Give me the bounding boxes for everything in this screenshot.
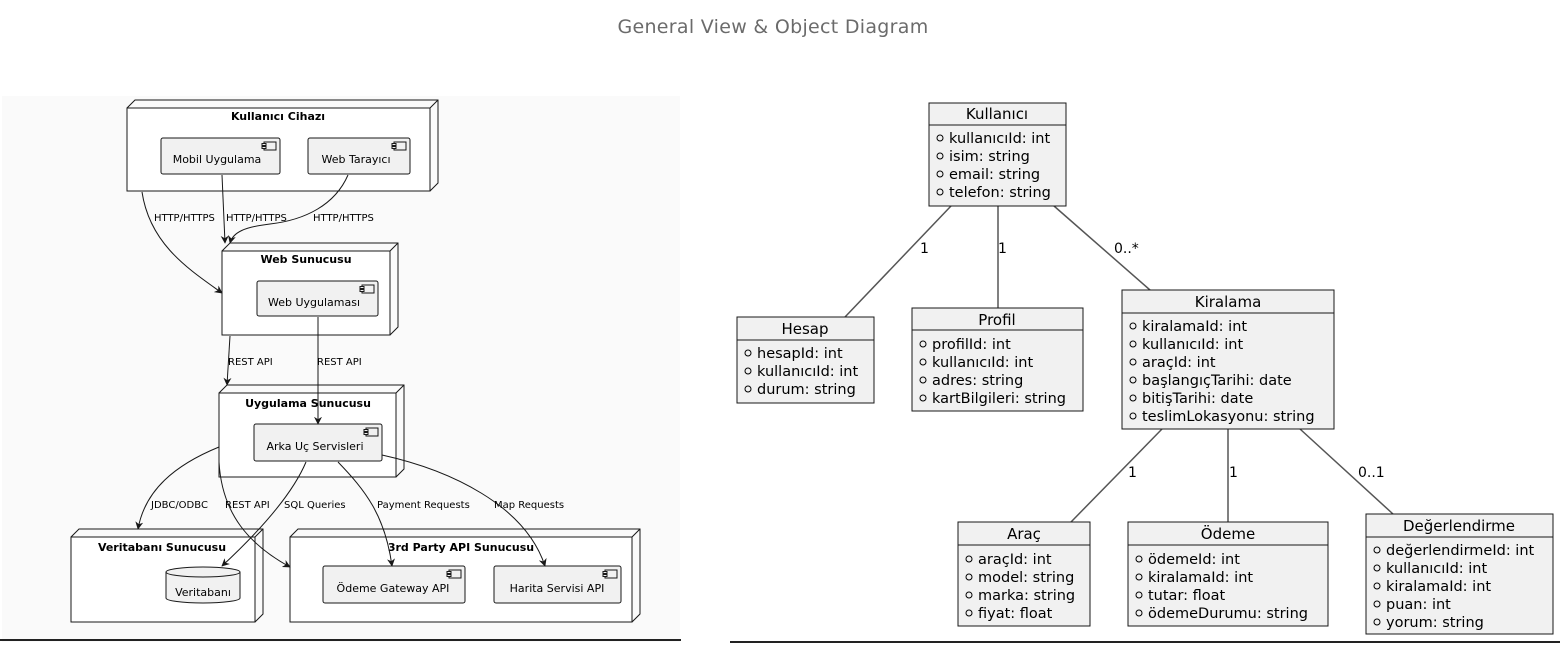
- edge-mobile-to-webserver: [220, 174, 229, 244]
- class-profil-name: Profil: [978, 311, 1015, 329]
- component-map-api: Harita Servisi API: [493, 565, 622, 604]
- class-kiralama-attr: kiralamaId: int: [1142, 319, 1247, 335]
- node-user-device-label: Kullanıcı Cihazı: [231, 110, 325, 123]
- class-arac-attr: model: string: [978, 570, 1074, 586]
- class-kiralama-name: Kiralama: [1195, 293, 1262, 311]
- class-hesap-attr: kullanıcıId: int: [757, 364, 858, 380]
- class-hesap-name: Hesap: [781, 320, 828, 338]
- assoc-kullanici-hesap: [844, 205, 952, 318]
- class-associations: [844, 205, 1394, 523]
- class-arac-attr: marka: string: [978, 588, 1075, 604]
- class-degerlendirme-name: Değerlendirme: [1403, 517, 1515, 535]
- class-kullanici: Kullanıcı kullanıcıId: int isim: string …: [928, 102, 1067, 207]
- class-odeme-attr: ödemeId: int: [1148, 552, 1240, 568]
- edge-webserver-to-appserver: [223, 335, 232, 386]
- component-web-browser: Web Tarayıcı: [307, 137, 411, 175]
- edge-browser-to-webserver: [228, 174, 349, 244]
- class-arac-attr: araçId: int: [978, 552, 1052, 568]
- component-web-browser-label: Web Tarayıcı: [321, 153, 390, 166]
- node-db-server-label: Veritabanı Sunucusu: [98, 541, 226, 554]
- class-kiralama-attr: bitişTarihi: date: [1142, 391, 1253, 407]
- class-kiralama-attr: başlangıçTarihi: date: [1142, 373, 1292, 389]
- class-profil-attr: profilId: int: [932, 337, 1011, 353]
- class-hesap: Hesap hesapId: int kullanıcıId: int duru…: [736, 316, 875, 404]
- class-degerlendirme: Değerlendirme değerlendirmeId: int kulla…: [1365, 513, 1554, 635]
- deployment-diagram: Kullanıcı Cihazı Mobil Uygulama Web Tara…: [70, 99, 641, 623]
- class-degerlendirme-attr: puan: int: [1386, 597, 1451, 613]
- edge-label-http-1: HTTP/HTTPS: [154, 213, 215, 224]
- class-arac: Araç araçId: int model: string marka: st…: [957, 521, 1091, 627]
- component-database: Veritabanı: [165, 566, 241, 604]
- component-database-label: Veritabanı: [175, 586, 231, 599]
- edge-appserver-to-db: [135, 446, 220, 530]
- component-backend: Arka Uç Servisleri: [253, 423, 383, 462]
- component-mobile-app: Mobil Uygulama: [160, 137, 281, 175]
- component-backend-label: Arka Uç Servisleri: [266, 440, 363, 453]
- class-hesap-attr: durum: string: [757, 382, 856, 398]
- edge-label-rest-1: REST API: [228, 357, 273, 368]
- edge-label-rest-3: REST API: [225, 500, 270, 511]
- class-odeme-attr: ödemeDurumu: string: [1148, 606, 1308, 622]
- class-degerlendirme-attr: değerlendirmeId: int: [1386, 543, 1535, 559]
- component-payment-api: Ödeme Gateway API: [322, 565, 466, 604]
- page-title: General View & Object Diagram: [617, 16, 929, 38]
- mult-kiralama-odeme: 1: [1229, 465, 1238, 481]
- class-odeme-attr: kiralamaId: int: [1148, 570, 1253, 586]
- assoc-kullanici-kiralama: [1053, 205, 1151, 291]
- edge-label-payment: Payment Requests: [377, 500, 470, 511]
- assoc-kiralama-arac: [1070, 428, 1163, 523]
- class-profil-attr: adres: string: [932, 373, 1023, 389]
- class-odeme-attr: tutar: float: [1148, 588, 1226, 604]
- class-degerlendirme-attr: yorum: string: [1386, 615, 1484, 631]
- class-kullanici-attr: email: string: [949, 167, 1040, 183]
- component-payment-api-label: Ödeme Gateway API: [337, 582, 450, 595]
- component-web-app-label: Web Uygulaması: [268, 296, 360, 309]
- class-odeme-name: Ödeme: [1201, 524, 1255, 543]
- component-map-api-label: Harita Servisi API: [510, 582, 605, 595]
- mult-kiralama-arac: 1: [1128, 465, 1137, 481]
- edge-label-map: Map Requests: [494, 500, 564, 511]
- assoc-kiralama-degerlendirme: [1299, 428, 1394, 515]
- edge-backend-payment: [337, 461, 395, 567]
- class-hesap-attr: hesapId: int: [757, 346, 843, 362]
- class-odeme: Ödeme ödemeId: int kiralamaId: int tutar…: [1127, 521, 1329, 627]
- class-profil: Profil profilId: int kullanıcıId: int ad…: [911, 307, 1084, 412]
- mult-kullanici-hesap: 1: [920, 241, 929, 257]
- component-mobile-app-label: Mobil Uygulama: [173, 153, 262, 166]
- class-arac-name: Araç: [1007, 525, 1041, 543]
- edge-device-to-webserver: [141, 191, 223, 294]
- mult-kiralama-degerlendirme: 0..1: [1358, 465, 1385, 481]
- class-profil-attr: kartBilgileri: string: [932, 391, 1066, 407]
- class-kullanici-name: Kullanıcı: [966, 105, 1028, 123]
- class-kullanici-attr: isim: string: [949, 149, 1030, 165]
- class-kiralama: Kiralama kiralamaId: int kullanıcıId: in…: [1121, 289, 1335, 430]
- node-third-party-label: 3rd Party API Sunucusu: [388, 541, 534, 554]
- class-kullanici-attr: telefon: string: [949, 185, 1051, 201]
- edge-label-http-3: HTTP/HTTPS: [313, 213, 374, 224]
- component-web-app: Web Uygulaması: [256, 280, 379, 317]
- edge-backend-map: [381, 454, 547, 567]
- mult-kullanici-profil: 1: [998, 241, 1007, 257]
- node-web-server-label: Web Sunucusu: [260, 253, 351, 266]
- class-kiralama-attr: teslimLokasyonu: string: [1142, 409, 1315, 425]
- class-kiralama-attr: araçId: int: [1142, 355, 1216, 371]
- edge-label-sql: SQL Queries: [284, 500, 346, 511]
- edge-appserver-rest-thirdparty: [218, 461, 291, 568]
- node-app-server-label: Uygulama Sunucusu: [245, 397, 371, 410]
- class-degerlendirme-attr: kullanıcıId: int: [1386, 561, 1487, 577]
- class-degerlendirme-attr: kiralamaId: int: [1386, 579, 1491, 595]
- class-arac-attr: fiyat: float: [978, 606, 1053, 622]
- class-kullanici-attrs: kullanıcıId: int isim: string email: str…: [936, 131, 1051, 201]
- edge-label-http-2: HTTP/HTTPS: [226, 213, 287, 224]
- mult-kullanici-kiralama: 0..*: [1114, 241, 1139, 257]
- class-kiralama-attr: kullanıcıId: int: [1142, 337, 1243, 353]
- edge-label-jdbc: JDBC/ODBC: [150, 500, 208, 511]
- class-kullanici-attr: kullanıcıId: int: [949, 131, 1050, 147]
- deployment-edges: [135, 174, 547, 568]
- class-diagram: 1 1 0..* 1 1 0..1 Kullanıcı kullanıcıId:…: [736, 102, 1554, 635]
- edge-backend-sql-db: [221, 461, 307, 567]
- edge-label-rest-2: REST API: [317, 357, 362, 368]
- class-profil-attr: kullanıcıId: int: [932, 355, 1033, 371]
